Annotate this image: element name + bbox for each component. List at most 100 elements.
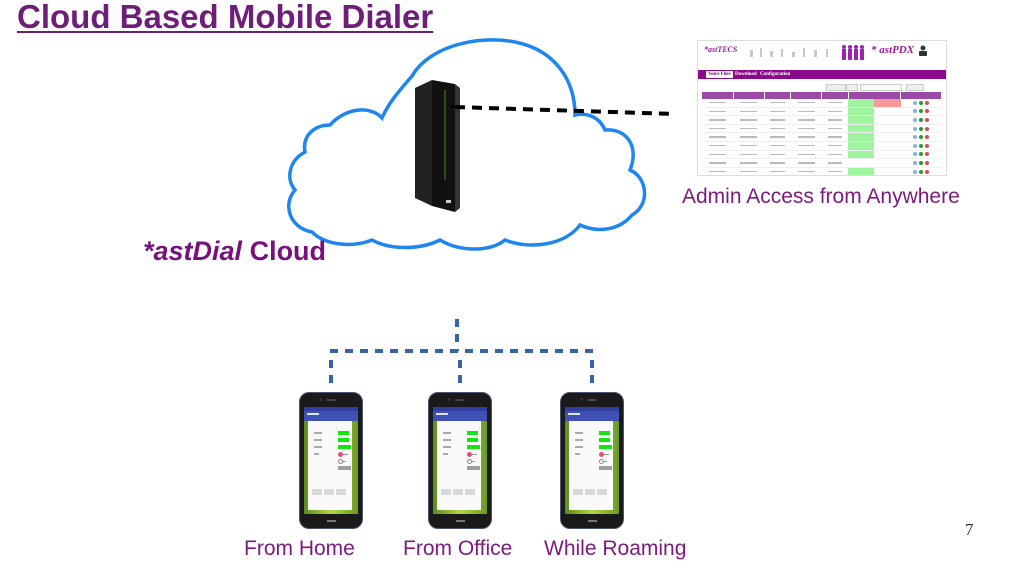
tab-configuration[interactable]: Configuration <box>760 72 791 77</box>
action-button[interactable] <box>597 489 607 495</box>
table-cell <box>821 150 849 160</box>
radio-option[interactable] <box>338 459 343 464</box>
form-field[interactable] <box>338 438 349 442</box>
status-cell <box>848 158 875 168</box>
app-title <box>307 413 319 415</box>
form-field[interactable] <box>467 445 480 449</box>
actions-cell <box>900 99 942 108</box>
table-row <box>702 124 942 134</box>
status-cell <box>848 141 875 151</box>
action-button[interactable] <box>599 466 612 470</box>
delete-icon[interactable] <box>925 135 930 140</box>
download-icon[interactable] <box>919 169 924 174</box>
delete-icon[interactable] <box>925 152 930 157</box>
download-icon[interactable] <box>919 100 924 105</box>
delete-icon[interactable] <box>925 160 930 165</box>
action-button[interactable] <box>585 489 595 495</box>
table-row <box>702 99 942 108</box>
download-icon[interactable] <box>919 117 924 122</box>
tab-download[interactable]: Download <box>735 72 757 77</box>
play-icon[interactable] <box>913 160 918 165</box>
delete-icon[interactable] <box>925 169 930 174</box>
play-icon[interactable] <box>913 109 918 114</box>
action-button[interactable] <box>336 489 346 495</box>
form-field[interactable] <box>467 431 478 435</box>
action-button[interactable] <box>467 466 480 470</box>
form-field[interactable] <box>338 431 349 435</box>
filter-input[interactable] <box>860 84 902 91</box>
action-button[interactable] <box>441 489 451 495</box>
form-field[interactable] <box>599 431 610 435</box>
download-icon[interactable] <box>919 109 924 114</box>
admin-navbar <box>698 70 946 79</box>
delete-icon[interactable] <box>925 117 930 122</box>
delete-icon[interactable] <box>925 143 930 148</box>
action-button[interactable] <box>573 489 583 495</box>
play-icon[interactable] <box>913 152 918 157</box>
tab-voice-files[interactable]: Voice Files <box>706 71 733 78</box>
download-icon[interactable] <box>919 143 924 148</box>
status-bar <box>433 407 487 411</box>
table-cell <box>790 132 822 142</box>
table-row <box>702 167 942 175</box>
action-button[interactable] <box>324 489 334 495</box>
download-icon[interactable] <box>919 135 924 140</box>
field-label <box>443 439 451 441</box>
play-icon[interactable] <box>913 126 918 131</box>
status-cell <box>874 141 901 151</box>
table-cell <box>821 167 849 175</box>
table-cell <box>790 167 822 175</box>
camera-icon <box>580 398 583 401</box>
search-button[interactable] <box>906 84 924 91</box>
form-field[interactable] <box>599 445 612 449</box>
play-icon[interactable] <box>913 117 918 122</box>
filter-select[interactable] <box>826 84 846 91</box>
download-icon[interactable] <box>919 152 924 157</box>
filter-op-select[interactable] <box>846 84 858 91</box>
table-cell <box>790 99 822 108</box>
play-icon[interactable] <box>913 143 918 148</box>
device-label-roaming: While Roaming <box>544 537 687 560</box>
table-cell <box>702 99 734 108</box>
action-button[interactable] <box>312 489 322 495</box>
field-label <box>314 446 322 448</box>
download-icon[interactable] <box>919 126 924 131</box>
form-field[interactable] <box>599 438 610 442</box>
app-bar <box>304 407 358 421</box>
play-icon[interactable] <box>913 169 918 174</box>
form-field[interactable] <box>338 445 351 449</box>
table-cell <box>764 99 791 108</box>
delete-icon[interactable] <box>925 109 930 114</box>
actions-cell <box>900 167 942 175</box>
action-button[interactable] <box>338 466 351 470</box>
smartphone-icon <box>428 392 492 529</box>
table-cell <box>733 167 765 175</box>
radio-option[interactable] <box>338 452 343 457</box>
status-cell <box>848 132 875 142</box>
astTECS-logo: *astTECS <box>704 45 738 54</box>
download-icon[interactable] <box>919 160 924 165</box>
app-title <box>568 413 580 415</box>
radio-label <box>343 453 348 455</box>
play-icon[interactable] <box>913 135 918 140</box>
admin-dashboard-screenshot: *astTECS * astPDX Voice Files Download C… <box>697 40 947 176</box>
play-icon[interactable] <box>913 100 918 105</box>
table-row <box>702 132 942 142</box>
radio-option[interactable] <box>599 452 604 457</box>
form-field[interactable] <box>467 438 478 442</box>
table-cell <box>790 141 822 151</box>
radio-option[interactable] <box>599 459 604 464</box>
delete-icon[interactable] <box>925 126 930 131</box>
status-cell <box>848 167 875 175</box>
radio-option[interactable] <box>467 452 472 457</box>
table-cell <box>702 132 734 142</box>
radio-option[interactable] <box>467 459 472 464</box>
status-cell <box>848 107 875 117</box>
table-cell <box>764 167 791 175</box>
speaker-grille <box>455 399 465 401</box>
delete-icon[interactable] <box>925 100 930 105</box>
table-cell <box>790 158 822 168</box>
action-button[interactable] <box>465 489 475 495</box>
table-cell <box>702 115 734 125</box>
action-button[interactable] <box>453 489 463 495</box>
